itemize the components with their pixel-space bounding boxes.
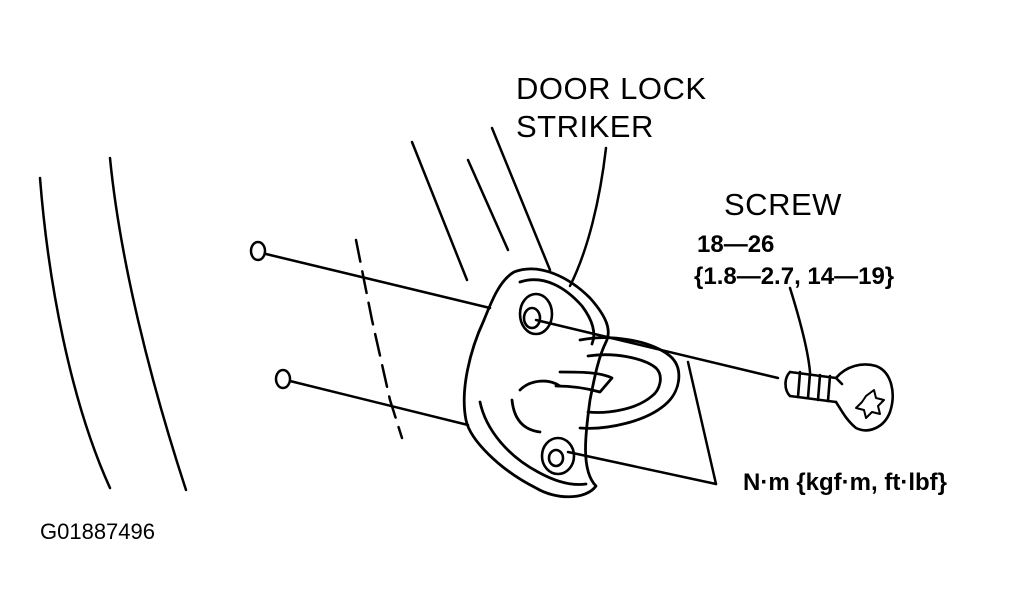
torque-units-legend: N·m {kgf·m, ft·lbf} — [743, 469, 947, 496]
screw — [784, 363, 894, 432]
striker-loop — [510, 336, 681, 434]
torque-spec-alt-units: {1.8—2.7, 14—19} — [694, 263, 895, 290]
body-panel-edges — [38, 156, 188, 492]
striker-plate — [462, 267, 610, 499]
door-lock-striker-label-line2: STRIKER — [516, 109, 654, 144]
screw-label: SCREW — [724, 187, 842, 222]
striker-screw-holes — [518, 292, 576, 476]
alignment-lines — [264, 252, 780, 486]
figure-id: G01887496 — [40, 519, 155, 544]
mounting-hole-markers — [249, 240, 292, 390]
leader-lines — [568, 146, 812, 374]
torque-spec-nm: 18—26 — [697, 231, 775, 258]
door-lock-striker-label-line1: DOOR LOCK — [516, 71, 707, 106]
door-edge-hatching — [354, 126, 552, 440]
